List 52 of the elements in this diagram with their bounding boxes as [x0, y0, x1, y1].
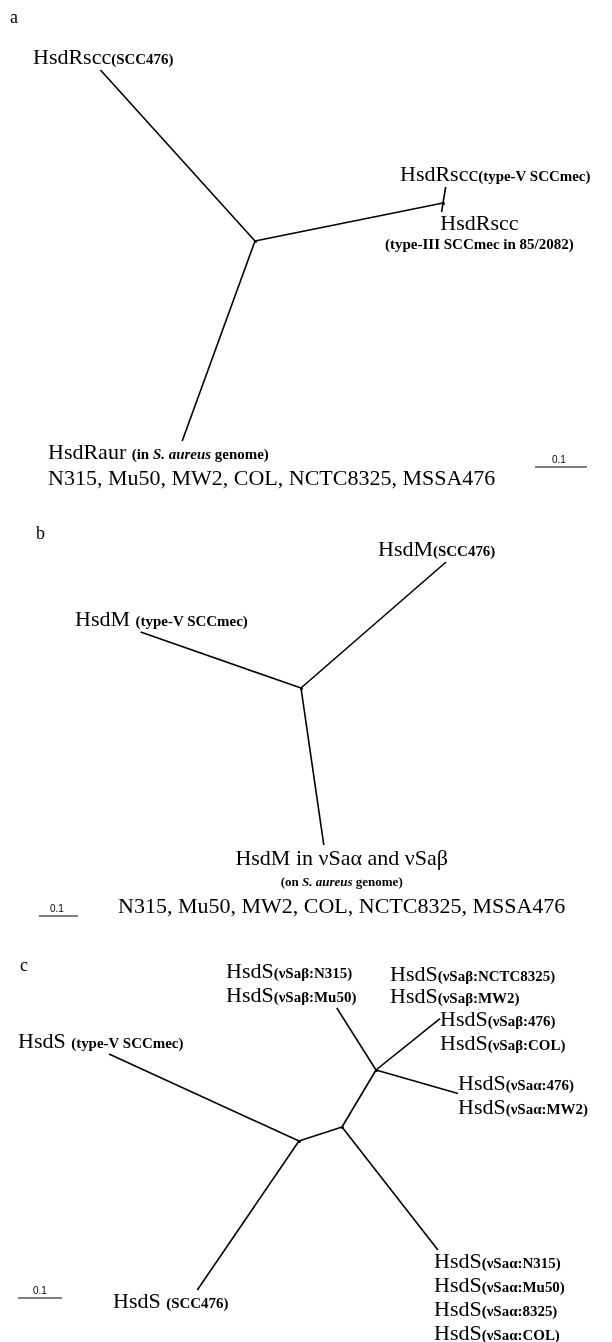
branch-point	[297, 1139, 301, 1143]
branch-point	[299, 686, 303, 690]
branch-point	[253, 239, 257, 243]
taxon-label: HsdRscc(type-V SCCmec)	[400, 163, 591, 187]
tree-branch	[336, 1007, 377, 1071]
tree-branch	[181, 240, 256, 442]
branch-point	[374, 1068, 378, 1072]
branch-point	[340, 1125, 344, 1129]
note-text: (type-III SCCmec in 85/2082)	[385, 235, 574, 254]
tree-branch	[99, 69, 256, 242]
tree-branch	[341, 1126, 439, 1251]
tree-branch	[442, 186, 447, 204]
note-text: (on S. aureus genome)	[280, 873, 403, 891]
tree-branch	[300, 687, 325, 846]
tree-branch	[196, 1140, 300, 1291]
taxon-label: HsdS(νSaα:476)	[458, 1072, 574, 1096]
taxon-label: HsdS (SCC476)	[113, 1290, 229, 1314]
taxon-label: HsdS(νSaβ:N315)	[226, 960, 353, 984]
strain-list: N315, Mu50, MW2, COL, NCTC8325, MSSA476	[118, 893, 566, 919]
taxon-label: HsdM (type-V SCCmec)	[75, 608, 248, 632]
panel-letter: c	[20, 956, 28, 974]
taxon-label: HsdRscc	[440, 212, 519, 234]
panel-letter: a	[10, 8, 18, 26]
tree-branch	[375, 1069, 459, 1095]
taxon-label: HsdS(νSaβ:MW2)	[390, 985, 520, 1007]
tree-branch	[300, 561, 447, 689]
scale-label: 0.1	[552, 455, 566, 465]
taxon-label: HsdRscc(SCC476)	[33, 46, 174, 70]
taxon-label: HsdS(νSaβ:Mu50)	[226, 984, 357, 1008]
strain-list: N315, Mu50, MW2, COL, NCTC8325, MSSA476	[48, 465, 496, 491]
taxon-label: HsdS(νSaα:8325)	[434, 1298, 558, 1322]
scale-label: 0.1	[50, 904, 64, 914]
scale-label: 0.1	[33, 1286, 47, 1296]
taxon-label: HsdS(νSaα:N315)	[434, 1250, 561, 1274]
tree-branch	[254, 202, 444, 242]
taxon-label: HsdS(νSaβ:476)	[440, 1008, 556, 1032]
tree-branch	[440, 202, 444, 213]
taxon-label: HsdM in νSaα and νSaβ	[235, 845, 448, 871]
tree-branch	[298, 1126, 343, 1142]
taxon-label: HsdS(νSaβ:COL)	[440, 1032, 566, 1056]
panel-letter: b	[36, 524, 45, 542]
taxon-label: HsdM(SCC476)	[378, 538, 496, 562]
taxon-label: HsdS (type-V SCCmec)	[18, 1030, 184, 1054]
taxon-label: HsdS(νSaα:MW2)	[458, 1096, 588, 1120]
tree-branch	[341, 1069, 377, 1128]
tree-branch	[375, 1017, 441, 1071]
tree-branch	[139, 631, 302, 689]
taxon-label: HsdRaur (in S. aureus genome)	[48, 441, 269, 465]
taxon-label: HsdS(νSaα:Mu50)	[434, 1274, 565, 1298]
branch-point	[441, 201, 445, 205]
tree-branch	[108, 1053, 300, 1142]
taxon-label: HsdS(νSaβ:NCTC8325)	[390, 963, 556, 985]
